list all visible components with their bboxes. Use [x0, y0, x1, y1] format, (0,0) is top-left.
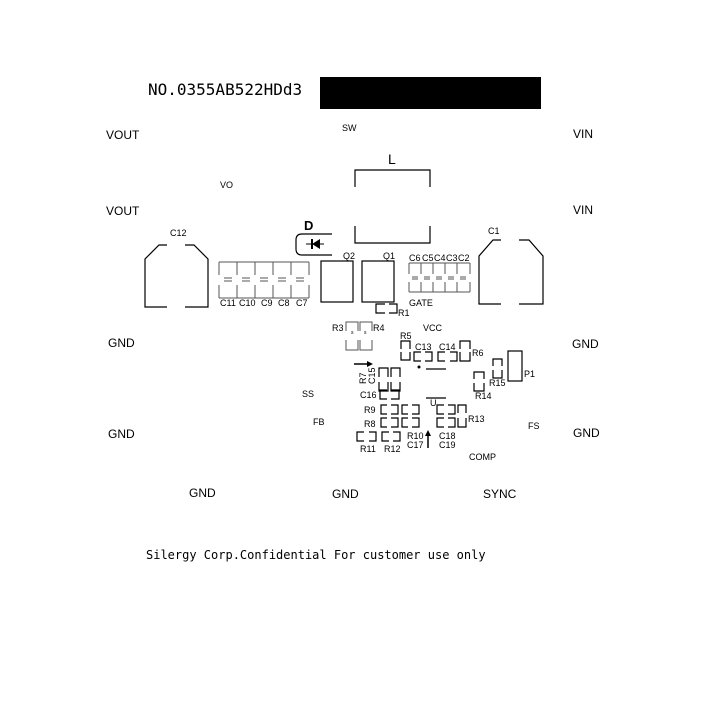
svg-text:R4: R4: [373, 323, 385, 333]
svg-text:C2: C2: [458, 253, 470, 263]
terminal-gnd: GND: [332, 487, 359, 501]
label-c17: C17: [407, 440, 424, 450]
svg-text:R11: R11: [360, 444, 376, 454]
terminal-vout: VOUT: [106, 204, 140, 218]
svg-text:C14: C14: [439, 342, 456, 352]
svg-text:C8: C8: [278, 298, 290, 308]
label-c19: C19: [439, 440, 456, 450]
terminal-gnd: GND: [189, 486, 216, 500]
svg-text:C10: C10: [239, 298, 256, 308]
svg-text:D: D: [304, 218, 313, 233]
svg-text:R7: R7: [358, 372, 368, 384]
resistor-r6: R6: [459, 340, 484, 362]
svg-text:R8: R8: [364, 419, 376, 429]
inductor-l: L: [354, 151, 431, 244]
svg-text:s: s: [351, 330, 354, 336]
resistor-r9-r8-group: R9 R8: [364, 404, 420, 429]
resistor-r1: R1: [375, 303, 410, 318]
resistor-r15: R15: [489, 358, 506, 388]
label-r10: R10: [407, 431, 424, 441]
svg-text:C5: C5: [422, 253, 434, 263]
terminal-vout: VOUT: [106, 128, 140, 142]
terminal-sync: SYNC: [483, 487, 517, 501]
svg-text:C3: C3: [446, 253, 458, 263]
resistor-r14: R14: [473, 371, 492, 401]
net-vcc: VCC: [423, 323, 443, 333]
terminal-gnd: GND: [108, 427, 135, 441]
resistor-r11: R11: [356, 431, 377, 454]
resistor-r5: R5: [400, 331, 412, 361]
pin1-arrow-icon: [354, 361, 373, 367]
confidential-footer: Silergy Corp.Confidential For customer u…: [146, 548, 486, 562]
svg-text:R12: R12: [384, 444, 401, 454]
svg-text:R3: R3: [332, 323, 344, 333]
svg-text:P1: P1: [524, 369, 535, 379]
transistor-q1: Q1: [361, 251, 395, 303]
resistor-r7-capacitor-c15: R7 C15: [358, 367, 401, 392]
capacitor-c12: C12: [144, 228, 209, 308]
diode-d: D: [295, 218, 332, 256]
terminal-gnd: GND: [572, 337, 599, 351]
terminal-gnd: GND: [108, 336, 135, 350]
svg-text:C12: C12: [170, 228, 187, 238]
net-gate: GATE: [409, 298, 433, 308]
net-fb: FB: [313, 417, 325, 427]
svg-text:R5: R5: [400, 331, 412, 341]
net-vo: VO: [220, 180, 233, 190]
resistor-r3-r4: s s R3 R4: [332, 321, 385, 351]
capacitor-array-left: C11 C10 C9 C8 C7: [218, 261, 310, 308]
capacitor-array-right: C6 C5 C4 C3 C2: [408, 253, 471, 293]
resistor-r12: R12: [381, 431, 401, 454]
net-sw: SW: [342, 123, 357, 133]
resistor-r13-group: R13: [436, 404, 485, 428]
svg-text:L: L: [388, 151, 396, 167]
connector-p1: P1: [507, 350, 535, 382]
svg-text:R14: R14: [475, 391, 492, 401]
transistor-q2: Q2: [320, 251, 355, 303]
svg-text:U: U: [430, 398, 437, 408]
terminal-vin: VIN: [573, 127, 593, 141]
svg-text:C7: C7: [296, 298, 308, 308]
svg-text:C1: C1: [488, 226, 500, 236]
redacted-box: [320, 77, 541, 109]
svg-text:C16: C16: [360, 390, 377, 400]
capacitor-c14: C14: [437, 342, 458, 362]
svg-text:C4: C4: [434, 253, 446, 263]
board-number: NO.0355AB522HDd3: [148, 80, 302, 99]
net-fs: FS: [528, 421, 540, 431]
svg-text:R13: R13: [468, 414, 485, 424]
svg-text:C11: C11: [220, 298, 236, 308]
svg-text:R6: R6: [472, 348, 484, 358]
svg-text:s: s: [364, 330, 367, 336]
svg-text:Q1: Q1: [383, 251, 395, 261]
svg-text:Q2: Q2: [343, 251, 355, 261]
capacitor-c16: C16: [360, 389, 400, 400]
svg-text:C13: C13: [415, 342, 432, 352]
terminal-gnd: GND: [573, 426, 600, 440]
ic-u: U: [417, 365, 446, 408]
svg-text:C9: C9: [261, 298, 273, 308]
net-comp: COMP: [469, 452, 496, 462]
svg-text:C15: C15: [367, 367, 377, 384]
label-c18: C18: [439, 431, 456, 441]
terminal-vin: VIN: [573, 203, 593, 217]
capacitor-c1: C1: [478, 226, 544, 305]
net-ss: SS: [302, 389, 314, 399]
svg-text:R9: R9: [364, 405, 376, 415]
capacitor-c13: C13: [413, 342, 433, 362]
pin-arrow-up-icon: [425, 430, 431, 448]
svg-text:C6: C6: [409, 253, 421, 263]
svg-text:R1: R1: [398, 308, 410, 318]
svg-text:R15: R15: [489, 378, 506, 388]
